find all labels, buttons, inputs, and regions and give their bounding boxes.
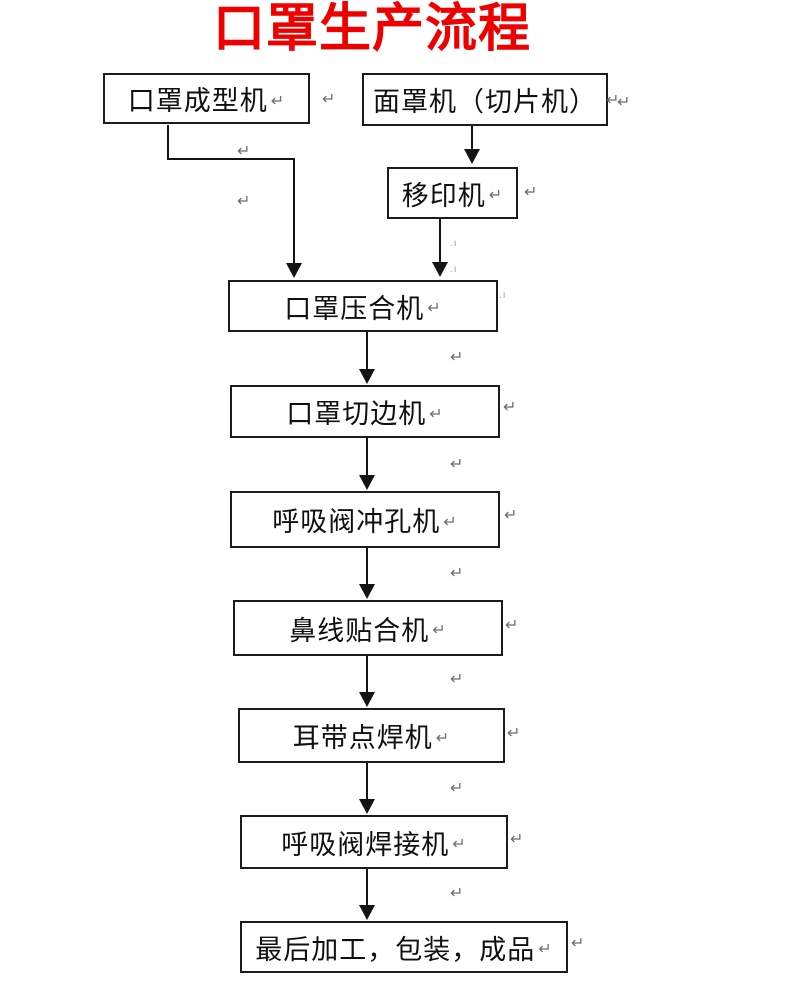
node-label: 口罩压合机 xyxy=(284,293,425,324)
page-title: 口罩生产流程 xyxy=(213,1,532,58)
paragraph-mark: ↵ xyxy=(524,184,538,201)
paragraph-mark: ↵ xyxy=(503,399,517,416)
connector-forming-to-pressing-seg1 xyxy=(167,125,169,160)
paragraph-mark: ↵ xyxy=(450,565,464,582)
paragraph-mark: ↵ xyxy=(617,94,631,111)
node-mask-forming-machine: 口罩成型机↵ xyxy=(103,73,310,124)
paragraph-mark: ↵ xyxy=(507,725,521,742)
anchor-mark: .ı xyxy=(499,290,507,301)
connector-facemask-to-padprint xyxy=(471,126,473,151)
arrowhead-into-padprint xyxy=(464,149,480,164)
connector-pressing-to-edgecut xyxy=(366,332,368,370)
paragraph-mark: ↵ xyxy=(504,507,518,524)
paragraph-mark: ↵ xyxy=(452,836,467,853)
node-label: 呼吸阀焊接机 xyxy=(281,829,450,860)
node-label: 呼吸阀冲孔机 xyxy=(272,507,441,537)
node-final-processing-packaging: 最后加工，包装，成品↵ xyxy=(240,921,568,973)
anchor-mark: .ı xyxy=(450,238,458,249)
node-face-mask-slicing-machine: 面罩机（切片机） xyxy=(362,73,608,126)
paragraph-mark: ↵ xyxy=(450,780,464,797)
paragraph-mark: ↵ xyxy=(450,456,464,473)
node-label: 口罩成型机 xyxy=(127,86,268,116)
node-label: 移印机 xyxy=(401,180,486,211)
arrowhead-into-final xyxy=(359,905,375,920)
node-mask-pressing-machine: 口罩压合机↵ xyxy=(228,280,498,332)
paragraph-mark: ↵ xyxy=(270,92,286,110)
node-nose-wire-laminating-machine: 鼻线贴合机↵ xyxy=(233,600,503,656)
paragraph-mark: ↵ xyxy=(427,300,442,317)
paragraph-mark: ↵ xyxy=(432,622,447,639)
connector-punching-to-nosewire xyxy=(366,548,368,585)
paragraph-mark: ↵ xyxy=(435,729,451,747)
arrowhead-into-valveweld xyxy=(359,799,375,814)
paragraph-mark: ↵ xyxy=(443,513,458,531)
paragraph-mark: ↵ xyxy=(571,935,585,952)
arrowhead-into-edgecut xyxy=(359,369,375,384)
arrowhead-into-earstrap xyxy=(359,692,375,707)
arrowhead-into-pressing-left xyxy=(286,263,302,278)
node-valve-punching-machine: 呼吸阀冲孔机↵ xyxy=(230,491,500,548)
paragraph-mark: ↵ xyxy=(505,617,519,634)
node-ear-strap-spot-welding-machine: 耳带点焊机↵ xyxy=(238,708,505,763)
node-pad-printing-machine: 移印机↵ xyxy=(387,167,518,219)
node-label: 口罩切边机 xyxy=(286,399,427,429)
paragraph-mark: ↵ xyxy=(450,885,464,902)
node-label: 耳带点焊机 xyxy=(292,723,433,753)
connector-forming-to-pressing-seg2 xyxy=(167,158,295,160)
arrowhead-into-pressing-right xyxy=(432,262,448,277)
paragraph-mark: ↵ xyxy=(538,941,553,958)
arrowhead-into-nosewire xyxy=(359,584,375,599)
paragraph-mark: ↵ xyxy=(606,92,620,109)
connector-edgecut-to-punching xyxy=(366,438,368,476)
paragraph-mark: ↵ xyxy=(450,349,464,366)
anchor-mark: .ı xyxy=(450,264,458,275)
paragraph-mark: ↵ xyxy=(488,187,504,204)
connector-nosewire-to-earstrap xyxy=(366,656,368,693)
node-label: 面罩机（切片机） xyxy=(373,87,597,117)
node-label: 鼻线贴合机 xyxy=(289,615,430,646)
connector-valveweld-to-final xyxy=(366,869,368,906)
paragraph-mark: ↵ xyxy=(450,671,464,688)
connector-padprint-to-pressing xyxy=(439,219,441,263)
paragraph-mark: ↵ xyxy=(322,91,336,108)
node-mask-edge-cutting-machine: 口罩切边机↵ xyxy=(230,385,500,438)
arrowhead-into-punching xyxy=(359,475,375,490)
node-label: 最后加工，包装，成品 xyxy=(255,934,536,965)
node-valve-welding-machine: 呼吸阀焊接机↵ xyxy=(240,815,508,869)
connector-forming-to-pressing-seg3 xyxy=(293,158,295,264)
paragraph-mark: ↵ xyxy=(237,143,251,160)
paragraph-mark: ↵ xyxy=(429,405,444,423)
paragraph-mark: ↵ xyxy=(237,193,251,210)
paragraph-mark: ↵ xyxy=(510,831,524,848)
connector-earstrap-to-valveweld xyxy=(366,763,368,800)
